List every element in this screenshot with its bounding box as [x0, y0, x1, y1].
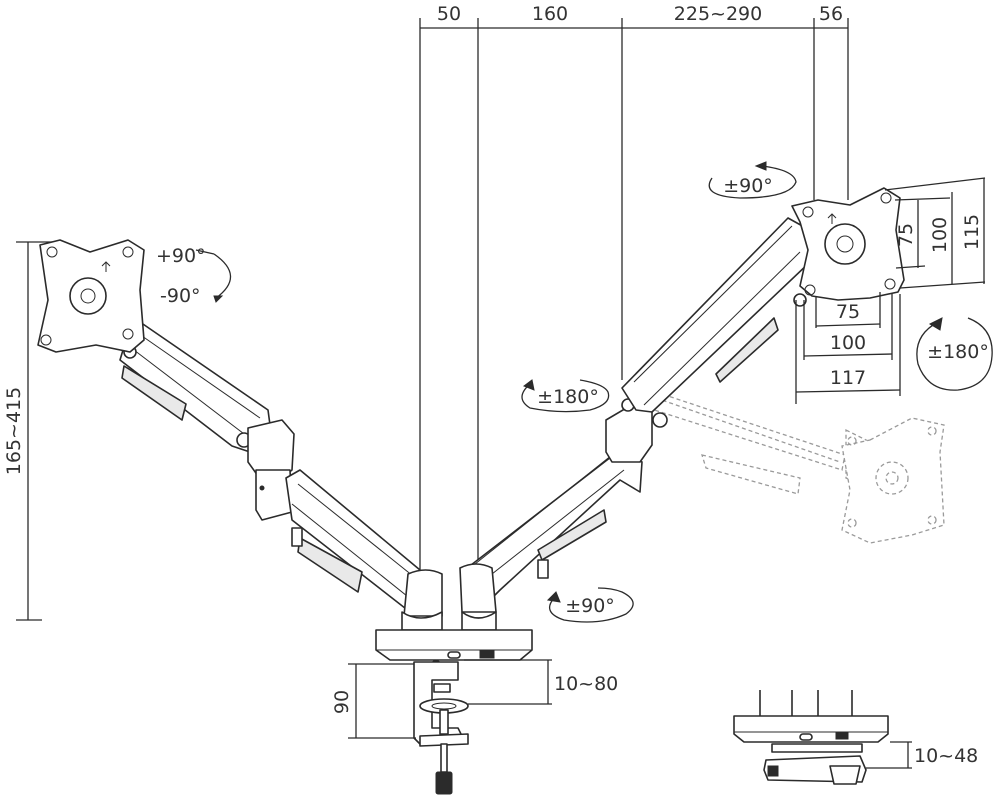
vesa-horizontal-dimensions — [795, 292, 901, 404]
label-tilt-up: +90° — [156, 245, 206, 267]
clamp-dimension-lines — [348, 659, 552, 739]
dim-vesa-h-75: 75 — [836, 301, 860, 323]
arm-swivel-icon — [521, 379, 610, 413]
swivel-top-icon — [708, 161, 797, 199]
dim-top-225-290: 225~290 — [674, 3, 762, 25]
label-rotation-right: ±180° — [927, 341, 989, 363]
label-arm-swivel: ±180° — [537, 386, 599, 408]
base-swivel-icon — [546, 587, 634, 623]
clamp — [413, 661, 469, 795]
label-base-swivel: ±90° — [565, 595, 615, 617]
vesa-vertical-dimensions — [884, 177, 986, 289]
main-base — [375, 611, 533, 669]
grommet-dimension-lines — [866, 741, 912, 769]
ghost-arm-position — [647, 389, 945, 544]
dim-desk-10-48: 10~48 — [914, 745, 978, 767]
dim-desk-10-80: 10~80 — [554, 673, 618, 695]
tilt-arc-icon — [195, 249, 232, 303]
dim-top-56: 56 — [819, 3, 843, 25]
label-swivel-top: ±90° — [723, 175, 773, 197]
dim-vesa-h-117: 117 — [830, 367, 866, 389]
dim-top-160: 160 — [532, 3, 568, 25]
dim-height-range: 165~415 — [3, 387, 25, 475]
right-vesa-plate — [791, 187, 905, 301]
dim-top-50: 50 — [437, 3, 461, 25]
dim-vesa-v-75: 75 — [895, 223, 917, 247]
left-arm — [119, 321, 443, 617]
dim-vesa-v-100: 100 — [929, 217, 951, 253]
dim-vesa-h-100: 100 — [830, 332, 866, 354]
dim-vesa-v-115: 115 — [961, 214, 983, 250]
label-tilt-down: -90° — [160, 285, 201, 307]
right-arm — [459, 217, 811, 613]
top-dimension-lines — [419, 18, 849, 600]
grommet-base — [733, 690, 889, 785]
rotation-right-icon — [916, 317, 993, 391]
dim-clamp-90: 90 — [331, 690, 353, 714]
left-vesa-plate — [37, 239, 145, 353]
